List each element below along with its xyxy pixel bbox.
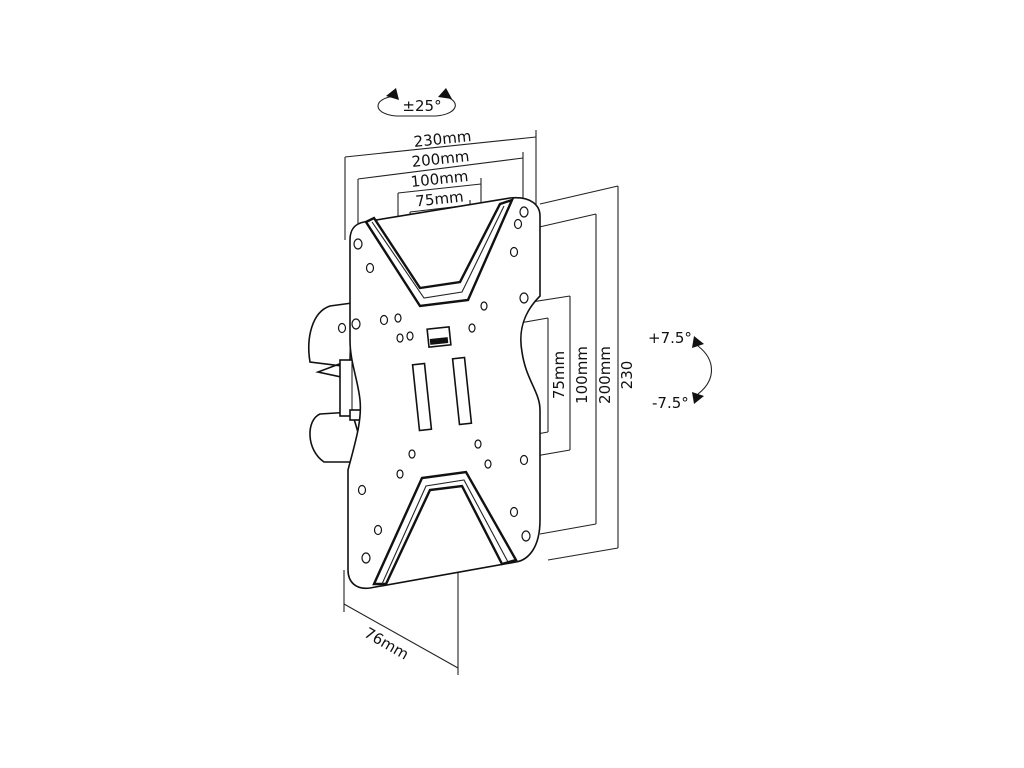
tilt-minus-label: -7.5° xyxy=(652,394,689,412)
rotation-label: ±25° xyxy=(402,97,441,115)
tilt-plus-label: +7.5° xyxy=(648,329,692,347)
width-75-label: 75mm xyxy=(415,188,465,211)
rotation-arrow-icon xyxy=(377,88,456,117)
width-230-label: 230mm xyxy=(413,127,472,151)
depth-label: 76mm xyxy=(361,624,412,664)
mounting-holes xyxy=(337,206,531,564)
height-75-label: 75mm xyxy=(550,351,568,399)
height-100-label: 100mm xyxy=(573,346,591,404)
vesa-plate xyxy=(347,196,541,590)
width-200-label: 200mm xyxy=(411,147,470,171)
height-200-label: 200mm xyxy=(596,346,614,404)
width-100-label: 100mm xyxy=(410,167,469,191)
height-230-label: 230 xyxy=(618,361,636,390)
tilt-arrow-icon xyxy=(692,336,712,404)
